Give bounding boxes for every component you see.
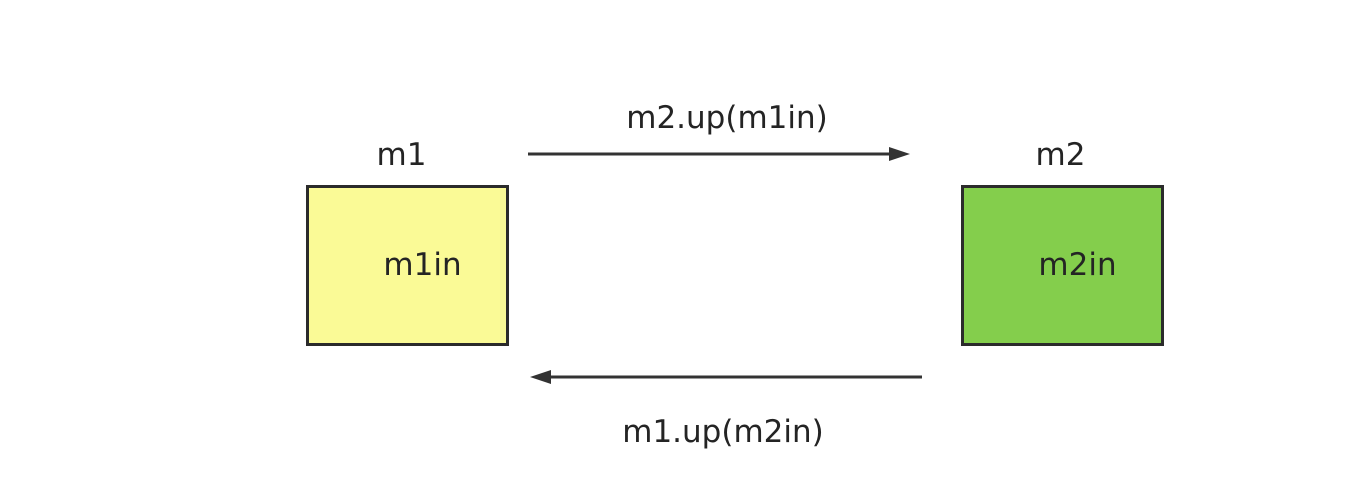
arrowhead-left-icon: [530, 370, 551, 384]
node-m1-label: m1in: [383, 247, 462, 283]
node-m2-title: m2: [1035, 137, 1086, 173]
node-m1-title: m1: [376, 137, 427, 173]
edge-label-m2-up: m2.up(m1in): [626, 100, 828, 136]
arrow-m2-to-m1: [530, 370, 922, 384]
node-m1-box: m1in: [306, 185, 509, 346]
arrow-m1-to-m2: [528, 147, 910, 161]
node-m2-box: m2in: [961, 185, 1164, 346]
arrowhead-right-icon: [889, 147, 910, 161]
node-m2-label: m2in: [1038, 247, 1117, 283]
edge-label-m1-up: m1.up(m2in): [622, 414, 824, 450]
